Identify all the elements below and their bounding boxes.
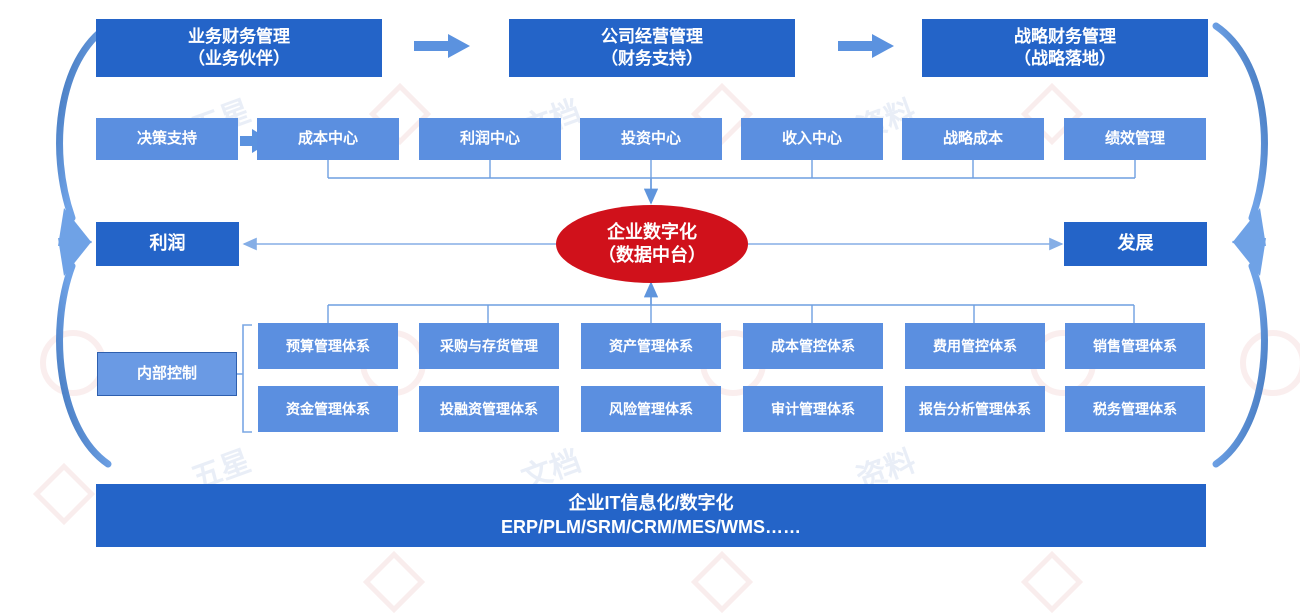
system-box-budget[interactable]: 预算管理体系 xyxy=(258,323,398,369)
top-arrow-2 xyxy=(838,34,894,58)
system-box-tax[interactable]: 税务管理体系 xyxy=(1065,386,1205,432)
system-box-audit[interactable]: 审计管理体系 xyxy=(743,386,883,432)
right-arc-top xyxy=(1212,22,1268,246)
system-label: 预算管理体系 xyxy=(286,337,370,354)
diagram-canvas: 五星 文档 资料 五星 文档 资料 xyxy=(32,19,1300,613)
hub-enterprise-digitalization[interactable]: 企业数字化 （数据中台） xyxy=(556,205,748,283)
footer-it-platform-bar[interactable]: 企业IT信息化/数字化 ERP/PLM/SRM/CRM/MES/WMS…… xyxy=(96,484,1206,547)
system-box-treasury[interactable]: 资金管理体系 xyxy=(258,386,398,432)
system-label: 费用管控体系 xyxy=(933,337,1017,354)
watermark-mark xyxy=(32,462,96,526)
system-label: 税务管理体系 xyxy=(1093,400,1177,417)
system-label: 销售管理体系 xyxy=(1093,337,1177,354)
outcome-label: 利润 xyxy=(149,233,186,254)
systems-bus xyxy=(327,281,1135,323)
system-label: 风险管理体系 xyxy=(609,400,693,417)
system-box-procurement-inventory[interactable]: 采购与存货管理 xyxy=(419,323,559,369)
watermark-mark xyxy=(1020,550,1084,613)
system-label: 资产管理体系 xyxy=(609,337,693,354)
center-box-label: 决策支持 xyxy=(136,130,197,148)
system-label: 采购与存货管理 xyxy=(440,337,538,354)
system-box-reporting-analysis[interactable]: 报告分析管理体系 xyxy=(905,386,1045,432)
top-box-label: 战略财务管理 （战略落地） xyxy=(1014,26,1116,68)
center-box-strategic-cost[interactable]: 战略成本 xyxy=(902,118,1044,160)
outcome-box-profit[interactable]: 利润 xyxy=(96,222,239,266)
system-box-cost-control[interactable]: 成本管控体系 xyxy=(743,323,883,369)
center-box-decision-support[interactable]: 决策支持 xyxy=(96,118,238,160)
footer-label: 企业IT信息化/数字化 ERP/PLM/SRM/CRM/MES/WMS…… xyxy=(501,492,801,537)
system-label: 审计管理体系 xyxy=(771,400,855,417)
left-arc-bottom xyxy=(56,238,112,468)
center-box-label: 利润中心 xyxy=(459,130,520,148)
center-box-cost-center[interactable]: 成本中心 xyxy=(257,118,399,160)
system-label: 投融资管理体系 xyxy=(440,400,538,417)
top-box-company-operations[interactable]: 公司经营管理 （财务支持） xyxy=(509,19,795,77)
right-arc-bottom xyxy=(1212,238,1268,468)
outcome-box-development[interactable]: 发展 xyxy=(1064,222,1207,266)
system-box-expense-control[interactable]: 费用管控体系 xyxy=(905,323,1045,369)
system-box-asset[interactable]: 资产管理体系 xyxy=(581,323,721,369)
center-box-revenue-center[interactable]: 收入中心 xyxy=(741,118,883,160)
center-box-profit-center[interactable]: 利润中心 xyxy=(419,118,561,160)
top-box-strategic-finance[interactable]: 战略财务管理 （战略落地） xyxy=(922,19,1208,77)
center-box-label: 成本中心 xyxy=(297,130,358,148)
internal-control-bracket xyxy=(236,324,252,433)
center-box-label: 绩效管理 xyxy=(1104,130,1165,148)
system-box-sales[interactable]: 销售管理体系 xyxy=(1065,323,1205,369)
top-arrow-1 xyxy=(414,34,470,58)
system-label: 成本管控体系 xyxy=(771,337,855,354)
watermark-mark xyxy=(1240,330,1300,396)
center-box-performance-management[interactable]: 绩效管理 xyxy=(1064,118,1206,160)
center-box-label: 战略成本 xyxy=(942,130,1003,148)
system-box-risk[interactable]: 风险管理体系 xyxy=(581,386,721,432)
internal-control-label: 内部控制 xyxy=(136,365,197,383)
system-label: 资金管理体系 xyxy=(286,400,370,417)
center-box-investment-center[interactable]: 投资中心 xyxy=(580,118,722,160)
center-row-bus xyxy=(327,160,1136,205)
top-box-label: 业务财务管理 （业务伙伴） xyxy=(188,26,290,68)
system-box-investment-financing[interactable]: 投融资管理体系 xyxy=(419,386,559,432)
top-box-label: 公司经营管理 （财务支持） xyxy=(601,26,703,68)
center-box-label: 投资中心 xyxy=(620,130,681,148)
internal-control-box[interactable]: 内部控制 xyxy=(97,352,237,396)
system-label: 报告分析管理体系 xyxy=(919,400,1031,417)
watermark-mark xyxy=(690,550,754,613)
top-box-business-finance[interactable]: 业务财务管理 （业务伙伴） xyxy=(96,19,382,77)
watermark-mark xyxy=(362,550,426,613)
hub-label: 企业数字化 （数据中台） xyxy=(598,221,706,265)
outcome-label: 发展 xyxy=(1117,233,1154,254)
center-box-label: 收入中心 xyxy=(781,130,842,148)
